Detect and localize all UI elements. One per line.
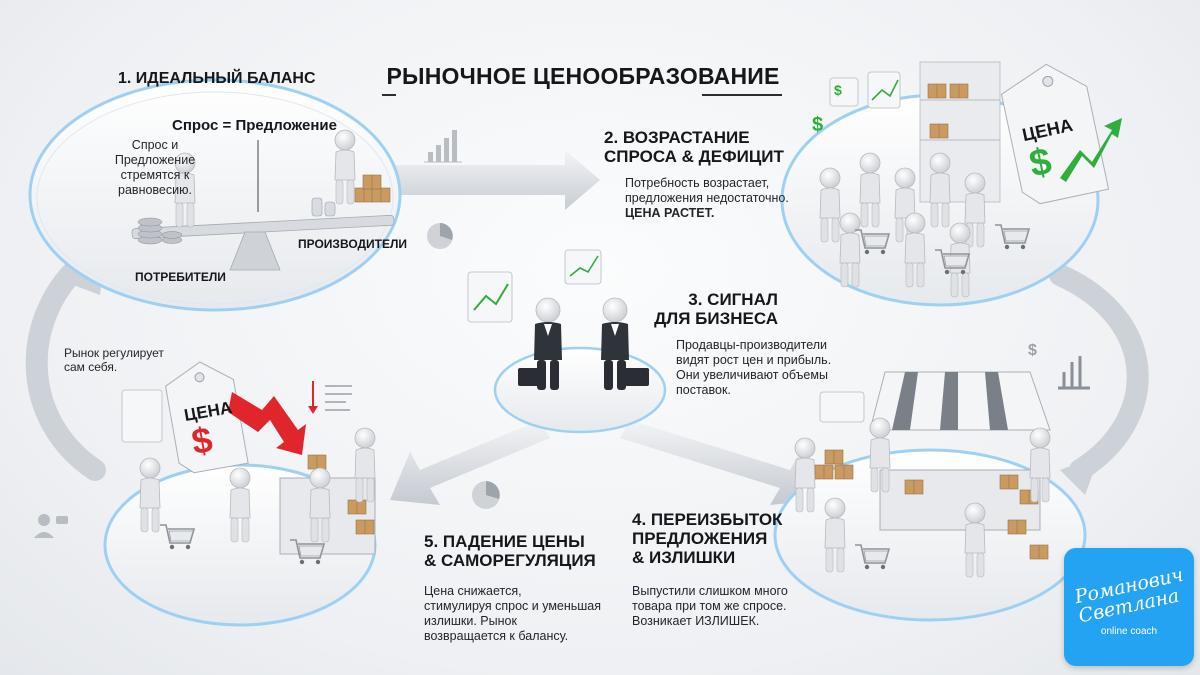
step3-description-line: Они увеличивают объемы	[676, 368, 828, 382]
author-logo: Романович Светлана online coach	[1064, 548, 1194, 666]
step5-heading-line: 5. ПАДЕНИЕ ЦЕНЫ	[424, 532, 585, 551]
step1-description-line: Спрос и	[131, 138, 179, 152]
step4-description: Выпустили слишком много товара при том ж…	[632, 584, 788, 629]
dollar-grey-icon: $	[1028, 342, 1037, 359]
step5-description: Цена снижается, стимулируя спрос и умень…	[424, 584, 601, 644]
step2-emphasis: ЦЕНА РАСТЕТ.	[625, 206, 715, 220]
step5-description-line: возвращается к балансу.	[424, 629, 569, 643]
step3-heading: 3. СИГНАЛ ДЛЯ БИЗНЕСА	[640, 290, 778, 328]
step3-description-line: поставок.	[676, 383, 731, 397]
dollar-card-icon: $	[834, 82, 842, 98]
step3-heading-line: ДЛЯ БИЗНЕСА	[654, 309, 778, 329]
step1-heading: 1. ИДЕАЛЬНЫЙ БАЛАНС	[118, 70, 316, 87]
step2-description-line: предложения недостаточно.	[625, 191, 789, 205]
step3-description: Продавцы-производители видят рост цен и …	[676, 338, 831, 398]
step4-heading-line: 4. ПЕРЕИЗБЫТОК	[632, 510, 783, 529]
side-note-line: сам себя.	[64, 360, 118, 375]
side-note-line: Рынок регулирует	[64, 346, 164, 360]
step4-heading-line: ПРЕДЛОЖЕНИЯ	[632, 529, 768, 549]
step1-equation: Спрос = Предложение	[172, 117, 337, 134]
step2-heading-line: СПРОСА & ДЕФИЦИТ	[604, 147, 784, 167]
step1-description-line: Предложение	[114, 153, 196, 167]
step5-description-line: излишки. Рынок	[424, 614, 517, 628]
step3-heading-line: 3. СИГНАЛ	[688, 290, 778, 309]
logo-line3: online coach	[1100, 626, 1158, 638]
producers-label: ПРОИЗВОДИТЕЛИ	[298, 237, 408, 251]
step2-description-line: Потребность возрастает,	[625, 176, 770, 190]
step4-description-line: товара при том же спросе.	[632, 599, 787, 613]
step4-heading: 4. ПЕРЕИЗБЫТОК ПРЕДЛОЖЕНИЯ & ИЗЛИШКИ	[632, 510, 782, 567]
step2-heading-line: 2. ВОЗРАСТАНИЕ	[604, 128, 750, 147]
page-title: РЫНОЧНОЕ ЦЕНООБРАЗОВАНИЕ	[378, 56, 788, 96]
consumers-label: ПОТРЕБИТЕЛИ	[135, 270, 226, 284]
step2-description: Потребность возрастает, предложения недо…	[625, 176, 789, 221]
dollar-small-icon: $	[812, 114, 824, 136]
step5-description-line: Цена снижается,	[424, 584, 522, 598]
step5-description-line: стимулируя спрос и уменьшая	[424, 599, 602, 613]
step1-description: Спрос и Предложение стремятся к равновес…	[80, 138, 230, 198]
step1-description-line: равновесию.	[118, 183, 192, 197]
step4-heading-line: & ИЗЛИШКИ	[632, 548, 736, 568]
side-note: Рынок регулирует сам себя.	[64, 346, 164, 375]
step5-heading-line: & САМОРЕГУЛЯЦИЯ	[424, 551, 596, 571]
step4-description-line: Возникает ИЗЛИШЕК.	[632, 614, 760, 628]
step3-description-line: видят рост цен и прибыль.	[676, 353, 832, 367]
step4-description-line: Выпустили слишком много	[632, 584, 788, 598]
step1-description-line: стремятся к	[120, 168, 190, 182]
step3-description-line: Продавцы-производители	[676, 338, 828, 352]
step2-heading: 2. ВОЗРАСТАНИЕ СПРОСА & ДЕФИЦИТ	[604, 128, 784, 166]
step5-heading: 5. ПАДЕНИЕ ЦЕНЫ & САМОРЕГУЛЯЦИЯ	[424, 532, 596, 570]
